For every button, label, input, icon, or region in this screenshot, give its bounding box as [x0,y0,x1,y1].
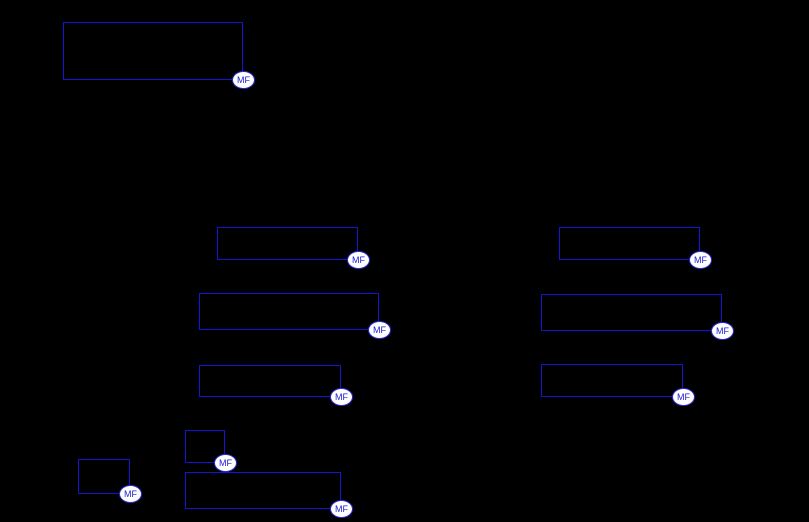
region-box[interactable] [199,293,379,330]
region-badge-mf[interactable]: MF [347,251,370,269]
region-badge-mf[interactable]: MF [711,322,734,340]
region-badge-mf[interactable]: MF [330,500,353,518]
region-badge-mf[interactable]: MF [330,388,353,406]
region-box[interactable] [541,364,683,397]
region-box[interactable] [63,22,243,80]
region-box[interactable] [559,227,700,260]
region-box[interactable] [199,365,341,397]
region-badge-mf[interactable]: MF [214,454,237,472]
region-badge-mf[interactable]: MF [232,71,255,89]
region-badge-mf[interactable]: MF [672,388,695,406]
region-badge-mf[interactable]: MF [119,485,142,503]
region-box[interactable] [185,430,225,463]
region-box[interactable] [185,472,341,509]
region-box[interactable] [541,294,722,331]
region-badge-mf[interactable]: MF [368,321,391,339]
region-box[interactable] [78,459,130,494]
region-badge-mf[interactable]: MF [689,251,712,269]
region-box[interactable] [217,227,358,260]
